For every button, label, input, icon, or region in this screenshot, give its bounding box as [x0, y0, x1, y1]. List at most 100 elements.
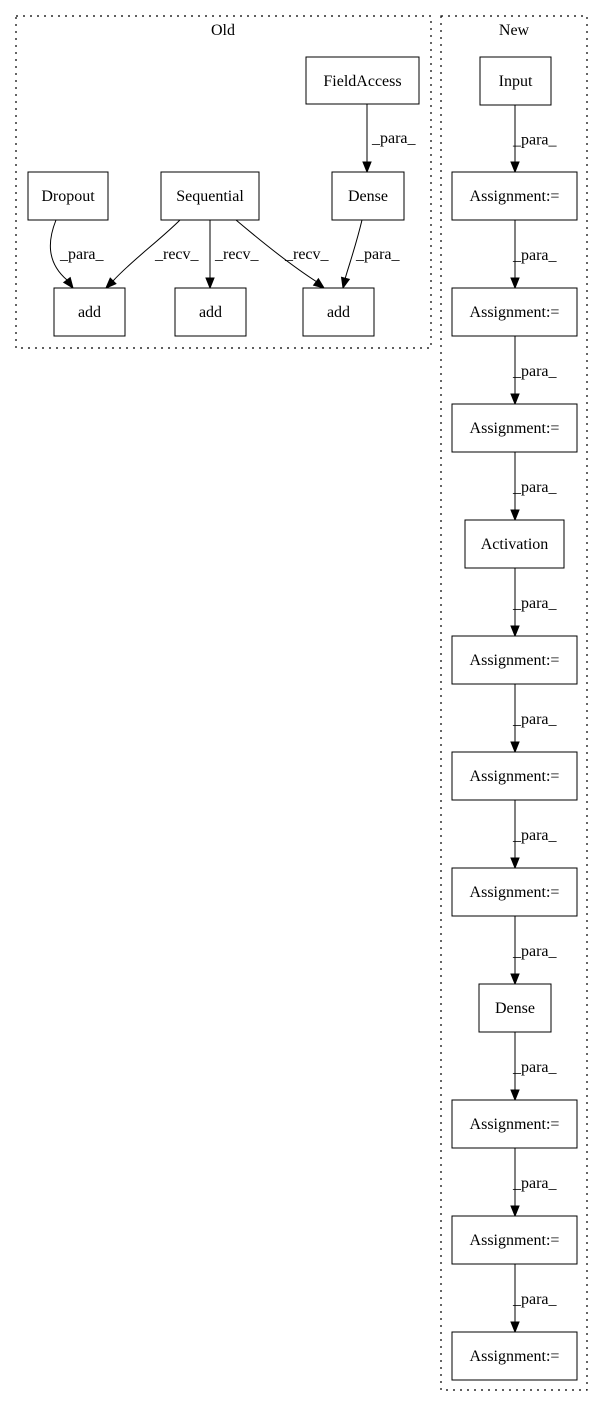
node-label: add — [78, 304, 101, 321]
edge-new-assign-4-to-new-assign-5: _para_ — [510, 684, 558, 754]
node-label: Assignment:= — [470, 768, 560, 785]
node-label: Assignment:= — [470, 1232, 560, 1249]
edge-label: _recv_ — [284, 246, 330, 263]
edge-old-sequential-to-old-add-3: _recv_ — [235, 219, 330, 289]
edge-label: _para_ — [355, 246, 401, 263]
edge-new-assign-7-to-new-assign-8: _para_ — [510, 1148, 558, 1218]
edge-arrowhead — [312, 277, 326, 289]
node-label: Assignment:= — [470, 884, 560, 901]
node-label: Dense — [495, 1000, 535, 1017]
node-new-dense[interactable]: Dense — [478, 983, 552, 1033]
node-old-sequential[interactable]: Sequential — [160, 171, 260, 221]
edge-label: _para_ — [512, 1291, 558, 1308]
edge-new-activation-to-new-assign-4: _para_ — [510, 568, 558, 638]
node-label: Assignment:= — [470, 304, 560, 321]
edge-label: _para_ — [512, 132, 558, 149]
node-label: Input — [499, 73, 533, 90]
edge-label: _para_ — [512, 1059, 558, 1076]
edge-new-assign-2-to-new-assign-3: _para_ — [510, 336, 558, 406]
node-old-add-3[interactable]: add — [302, 287, 375, 337]
edge-old-sequential-to-old-add-1: _recv_ — [105, 219, 200, 289]
edge-new-assign-8-to-new-assign-9: _para_ — [510, 1264, 558, 1334]
node-label: Assignment:= — [470, 652, 560, 669]
edge-line — [344, 219, 363, 280]
edge-line — [112, 219, 181, 282]
edge-arrowhead — [510, 857, 520, 870]
edge-new-input-to-new-assign-1: _para_ — [510, 105, 558, 174]
edge-label: _para_ — [512, 1175, 558, 1192]
node-new-input[interactable]: Input — [479, 56, 552, 106]
node-old-dropout[interactable]: Dropout — [27, 171, 109, 221]
edge-arrowhead — [510, 973, 520, 986]
edge-new-assign-5-to-new-assign-6: _para_ — [510, 800, 558, 870]
cluster-old: Old — [15, 15, 432, 349]
edge-new-assign-6-to-new-dense: _para_ — [510, 916, 558, 986]
node-new-assignment-2[interactable]: Assignment:= — [451, 287, 578, 337]
node-label: Dense — [348, 188, 388, 205]
edge-arrowhead — [510, 1089, 520, 1102]
edge-old-sequential-to-old-add-2: _recv_ — [205, 220, 260, 290]
edge-new-assign-3-to-new-activation: _para_ — [510, 452, 558, 522]
edge-new-dense-to-new-assign-7: _para_ — [510, 1032, 558, 1102]
node-label: Activation — [481, 536, 549, 553]
edge-label: _para_ — [512, 711, 558, 728]
node-new-assignment-1[interactable]: Assignment:= — [451, 171, 578, 221]
edge-label: _para_ — [512, 479, 558, 496]
edge-arrowhead — [510, 625, 520, 638]
node-new-assignment-6[interactable]: Assignment:= — [451, 867, 578, 917]
edge-arrowhead — [510, 277, 520, 290]
edge-label: _para_ — [512, 247, 558, 264]
edge-old-fieldaccess-to-old-dense: _para_ — [362, 104, 417, 174]
node-label: Sequential — [176, 188, 244, 205]
node-old-add-2[interactable]: add — [174, 287, 247, 337]
node-old-dense[interactable]: Dense — [331, 171, 405, 221]
edge-old-dense-to-old-add-3: _para_ — [340, 219, 401, 290]
cluster-new-label: New — [499, 22, 530, 39]
edge-arrowhead — [340, 276, 351, 290]
node-new-assignment-8[interactable]: Assignment:= — [451, 1215, 578, 1265]
node-old-fieldaccess[interactable]: FieldAccess — [305, 56, 420, 105]
edge-old-dropout-to-old-add-1: _para_ — [49, 219, 105, 290]
edge-arrowhead — [510, 509, 520, 522]
edge-label: _para_ — [371, 130, 417, 147]
edge-arrowhead — [62, 276, 74, 290]
edge-label: _para_ — [512, 943, 558, 960]
node-new-assignment-3[interactable]: Assignment:= — [451, 403, 578, 453]
node-old-add-1[interactable]: add — [53, 287, 126, 337]
edge-arrowhead — [205, 277, 215, 290]
node-label: Assignment:= — [470, 420, 560, 437]
node-new-activation[interactable]: Activation — [464, 519, 565, 569]
edge-label: _para_ — [59, 246, 105, 263]
edge-line — [49, 219, 68, 281]
edge-arrowhead — [362, 161, 372, 174]
node-new-assignment-7[interactable]: Assignment:= — [451, 1099, 578, 1149]
edge-label: _para_ — [512, 595, 558, 612]
node-new-assignment-4[interactable]: Assignment:= — [451, 635, 578, 685]
edge-arrowhead — [510, 161, 520, 174]
edge-label: _recv_ — [214, 246, 260, 263]
node-label: FieldAccess — [323, 73, 401, 90]
node-new-assignment-5[interactable]: Assignment:= — [451, 751, 578, 801]
cluster-new-border — [440, 15, 588, 1391]
edges-layer: _para_ _para_ _recv_ _recv_ _recv_ _para_ _par… — [49, 104, 558, 1334]
node-new-assignment-9[interactable]: Assignment:= — [451, 1331, 578, 1381]
edge-label: _recv_ — [154, 246, 200, 263]
edge-arrowhead — [510, 741, 520, 754]
edge-label: _para_ — [512, 363, 558, 380]
cluster-old-border — [15, 15, 432, 349]
node-label: Assignment:= — [470, 1348, 560, 1365]
edge-new-assign-1-to-new-assign-2: _para_ — [510, 220, 558, 290]
node-label: Assignment:= — [470, 188, 560, 205]
edge-line — [235, 219, 318, 283]
edge-arrowhead — [510, 1205, 520, 1218]
edge-arrowhead — [510, 1321, 520, 1334]
node-label: Dropout — [41, 188, 95, 205]
edge-arrowhead — [510, 393, 520, 406]
node-label: add — [327, 304, 350, 321]
node-label: add — [199, 304, 222, 321]
edge-label: _para_ — [512, 827, 558, 844]
cluster-new: New — [440, 15, 588, 1391]
node-label: Assignment:= — [470, 1116, 560, 1133]
edge-arrowhead — [105, 277, 117, 289]
